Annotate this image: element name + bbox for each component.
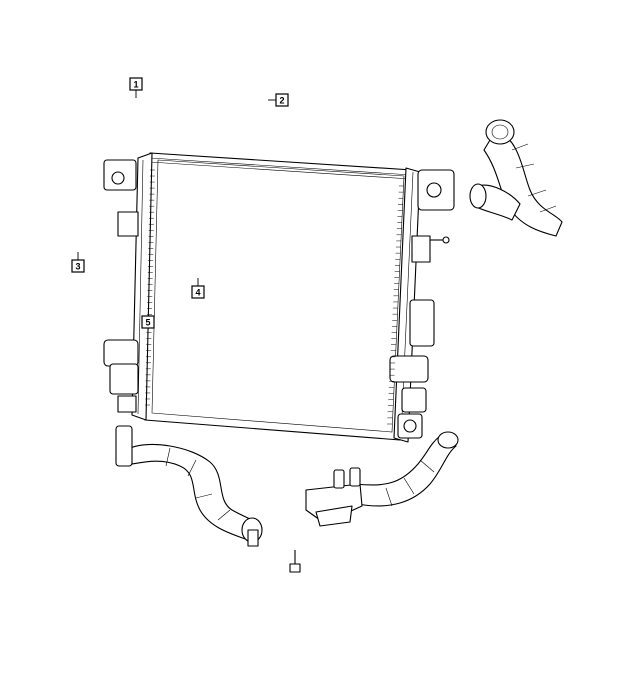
radiator-assembly — [103, 152, 455, 443]
fins-right — [387, 185, 404, 425]
callout-1: 1 — [129, 77, 143, 98]
callout-3: 3 — [71, 252, 85, 273]
callout-5-label: 5 — [145, 318, 150, 328]
left-tank — [103, 152, 153, 421]
callout-2: 2 — [268, 93, 289, 107]
bolt — [289, 550, 301, 573]
upper-hose — [469, 119, 563, 237]
lower-right-hose — [305, 431, 459, 527]
callout-2-label: 2 — [279, 96, 284, 106]
callout-1-label: 1 — [133, 80, 138, 90]
callout-3-label: 3 — [75, 262, 80, 272]
lower-left-hose — [115, 425, 263, 547]
callout-4: 4 — [191, 278, 205, 299]
fins-left — [145, 169, 155, 406]
callout-5: 5 — [141, 315, 155, 329]
callout-4-label: 4 — [195, 288, 200, 298]
right-tank — [389, 167, 455, 443]
